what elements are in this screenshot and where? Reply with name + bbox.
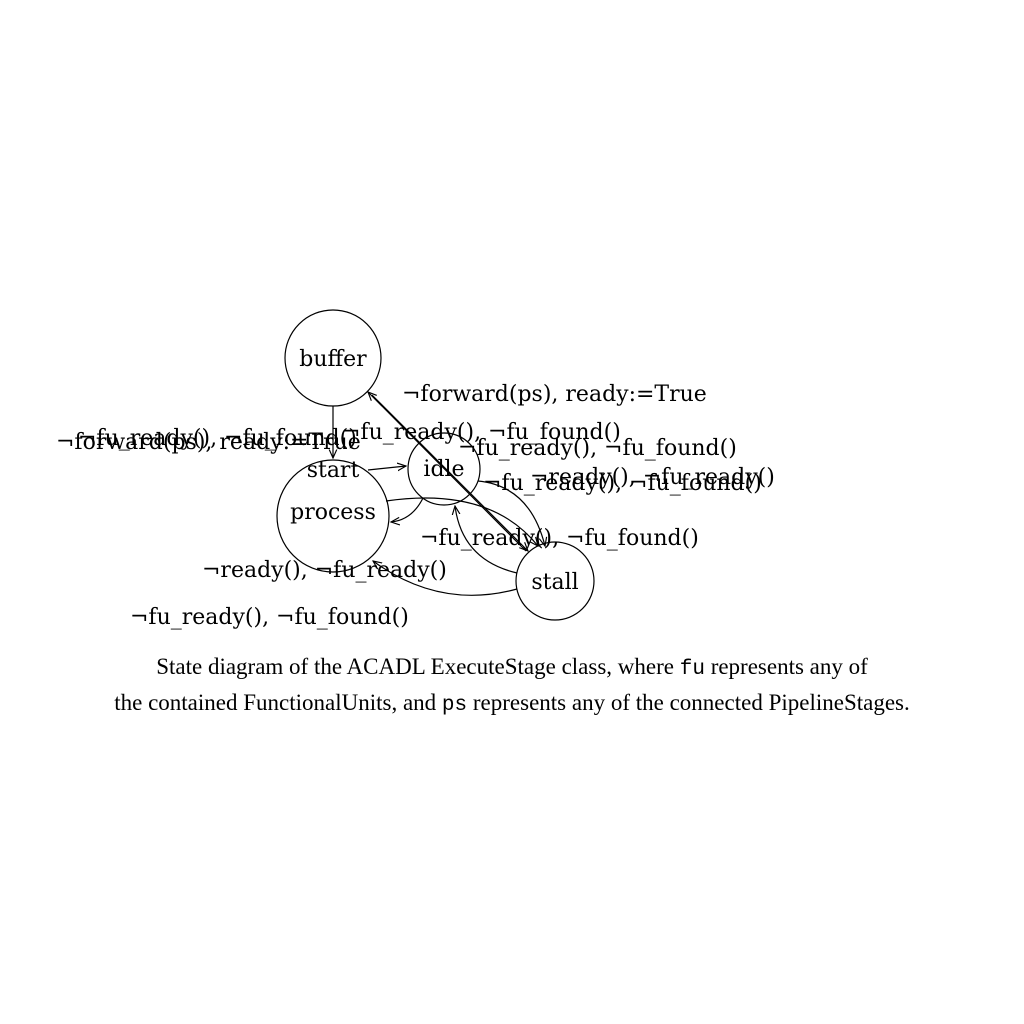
edge-label-buffer-process: ¬forward(ps), ready:=True [56, 430, 361, 455]
state-stall-label: stall [531, 570, 578, 595]
edge-label-stall-idle: ¬fu_ready(), ¬fu_found() [420, 526, 699, 551]
edge-buffer-to-stall [371, 394, 528, 551]
state-stall: stall [515, 541, 595, 621]
edge-label-idle-stall: ¬fu_ready(), ¬fu_found() [458, 436, 737, 461]
state-idle: idle [407, 432, 481, 506]
caption-line-2: the contained FunctionalUnits, and ps re… [114, 690, 910, 717]
edge-label-process-stall: ¬fu_ready(), ¬fu_found() [130, 605, 409, 630]
edge-stall-to-idle [455, 506, 518, 574]
state-idle-label: idle [423, 457, 464, 482]
edge-stall-to-buffer [368, 392, 527, 552]
state-buffer-label: buffer [299, 347, 367, 372]
edge-label-start-idle: ¬fu_ready(), ¬fu_found() [78, 426, 357, 451]
caption: State diagram of the ACADL ExecuteStage … [0, 650, 1024, 722]
edge-process-to-stall [385, 497, 538, 546]
edge-stall-to-process [373, 561, 518, 596]
edge-label-buffer-idle: ¬forward(ps), ready:=True [402, 382, 707, 407]
state-process: process [276, 459, 390, 573]
caption-line-1: State diagram of the ACADL ExecuteStage … [156, 654, 868, 681]
edge-label-stall-process-upper: ¬ready(), ¬fu_ready() [530, 465, 775, 490]
state-start-label: start [307, 458, 360, 483]
edge-idle-to-process [391, 497, 424, 522]
edge-label-idle-process: ¬fu_ready(), ¬fu_found() [342, 420, 621, 445]
edge-start-to-idle [367, 466, 406, 470]
edge-idle-to-stall [477, 480, 545, 546]
edge-label-idle-stall-b: ¬fu_ready(), ¬fu_found() [483, 471, 762, 496]
state-process-label: process [290, 500, 376, 525]
state-buffer: buffer [284, 309, 382, 407]
edge-label-stall-process-lower: ¬ready(), ¬fu_ready() [202, 558, 447, 583]
